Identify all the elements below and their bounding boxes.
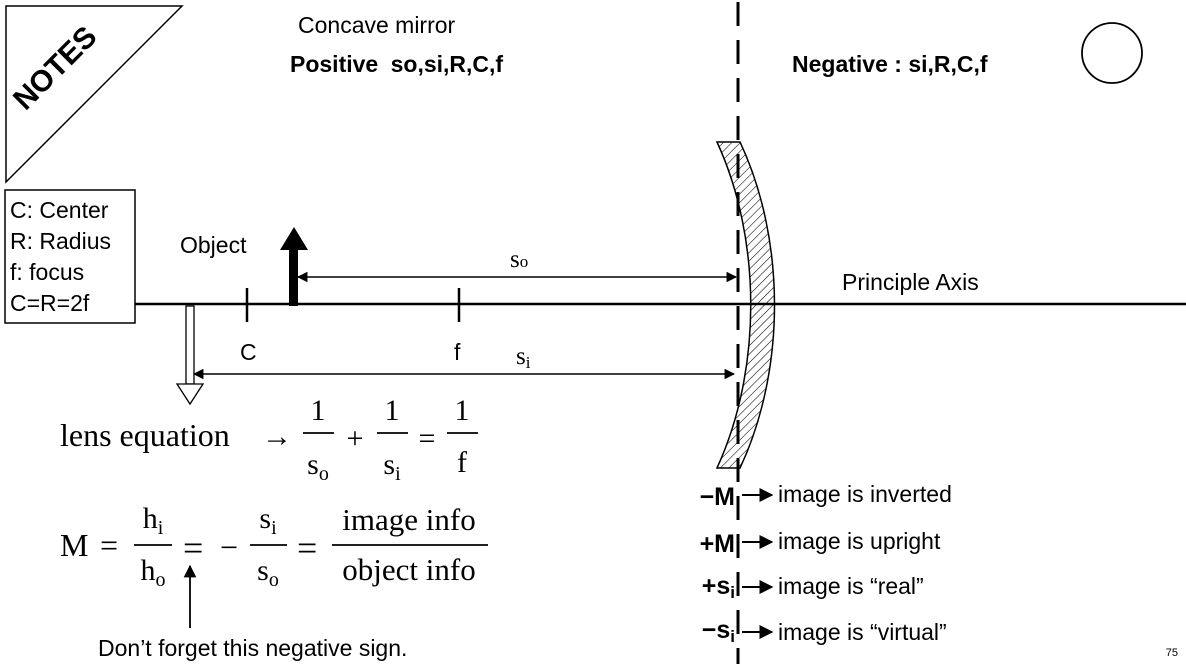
sign-rule-meaning: image is upright [778, 528, 941, 554]
magnification-den-words: object info [342, 552, 475, 587]
legend-frame [4, 189, 136, 324]
mirror-type-title: Concave mirror [298, 12, 456, 38]
lens-eq-den1-sub: o [319, 463, 329, 485]
legend-line-focus: f: focus [10, 259, 84, 285]
ho-base: h [141, 554, 156, 587]
magnification-minus-sign: − [220, 529, 238, 565]
sign-rule-virtual: −si image is “virtual” [702, 616, 947, 646]
object-distance-label: so [510, 246, 528, 273]
image-arrow [175, 305, 205, 406]
magnification-equals-1: = [100, 527, 118, 563]
negative-word: Negative [792, 51, 888, 77]
lens-eq-den2-base: s [383, 448, 395, 481]
sign-rules: −M image is inverted +M image is upright… [700, 481, 952, 646]
object-arrow-head [280, 227, 308, 250]
sign-rule-real: +si image is “real” [702, 572, 924, 602]
lens-eq-plus: + [347, 422, 364, 455]
focus-point-label: f [454, 339, 461, 365]
lens-eq-den1: so [307, 448, 329, 485]
negative-vars: : si,R,C,f [894, 51, 988, 77]
lens-equation-label: lens equation [60, 417, 230, 453]
sign-rule-symbol-base: +s [702, 572, 731, 600]
empty-circle-mark [1081, 22, 1143, 84]
ho-sub: o [156, 569, 166, 591]
lens-eq-num1: 1 [311, 394, 326, 427]
sign-rule-inverted: −M image is inverted [700, 481, 952, 511]
hi-sub: i [158, 517, 164, 539]
magnification-num-hi: hi [143, 502, 164, 539]
so-den-base: s [257, 554, 269, 587]
sign-rule-symbol-base: −s [702, 616, 731, 644]
sign-rule-meaning: image is “real” [778, 573, 924, 599]
magnification-lhs: M [60, 527, 88, 563]
magnification-num-words: image info [342, 502, 475, 537]
axis-label: Principle Axis [842, 269, 979, 295]
sign-rule-symbol-sub: i [730, 583, 735, 602]
magnification-den-so: so [257, 554, 279, 591]
so-base: s [510, 246, 520, 273]
si-num-base: s [259, 502, 271, 535]
so-den-sub: o [269, 569, 279, 591]
lens-eq-equals: = [419, 422, 436, 455]
legend-box: C: Center R: Radius f: focus C=R=2f [4, 189, 136, 324]
notes-triangle-shape [5, 5, 184, 184]
sign-rule-symbol: +si [702, 572, 735, 602]
sign-rule-meaning: image is inverted [778, 481, 952, 507]
negative-heading: Negative : si,R,C,f [792, 51, 988, 77]
legend-line-center: C: Center [10, 197, 109, 223]
sign-rule-symbol: +M [700, 530, 735, 558]
lens-eq-den2-sub: i [395, 463, 401, 485]
sign-rule-symbol-sub: i [730, 627, 735, 646]
image-arrow-shaft [185, 305, 195, 385]
magnification-num-si: si [259, 502, 277, 539]
hi-base: h [143, 502, 158, 535]
page-number: 75 [1166, 647, 1178, 659]
lens-equation-arrow: → [262, 420, 292, 453]
si-sub: i [526, 353, 531, 372]
lens-eq-den1-base: s [307, 448, 319, 481]
magnification-den-ho: ho [141, 554, 166, 591]
legend-line-relation: C=R=2f [10, 290, 90, 316]
sign-rule-symbol: −M [700, 483, 735, 511]
positive-vars: so,si,R,C,f [391, 51, 504, 77]
sign-rule-symbol: −si [702, 616, 735, 646]
image-arrow-head [175, 383, 205, 406]
so-sub: o [520, 252, 529, 271]
magnification-equals-3: = [297, 528, 317, 568]
center-point-label: C [240, 339, 257, 365]
lens-eq-den2: si [383, 448, 401, 485]
sign-rule-meaning: image is “virtual” [778, 619, 947, 645]
si-base: s [516, 343, 526, 370]
positive-word: Positive [290, 51, 378, 77]
lens-equation: lens equation → 1 so + 1 si = 1 f [60, 394, 478, 485]
lens-eq-num2: 1 [385, 394, 400, 427]
sign-rule-upright: +M image is upright [700, 528, 941, 558]
concave-mirror [715, 141, 776, 469]
magnification-equals-2: = [183, 528, 203, 568]
magnification-equation: M = hi ho = − si so = image info object … [60, 502, 488, 661]
image-distance-label: si [516, 343, 531, 372]
object-arrow-shaft [289, 250, 298, 306]
negative-sign-note: Don’t forget this negative sign. [98, 635, 407, 661]
lens-eq-num3: 1 [455, 394, 470, 427]
lens-eq-den3: f [457, 446, 467, 479]
notes-corner-tag: NOTES [5, 5, 184, 184]
si-num-sub: i [271, 517, 277, 539]
legend-line-radius: R: Radius [10, 228, 111, 254]
positive-heading: Positive so,si,R,C,f [290, 51, 503, 77]
object-label: Object [180, 232, 247, 258]
